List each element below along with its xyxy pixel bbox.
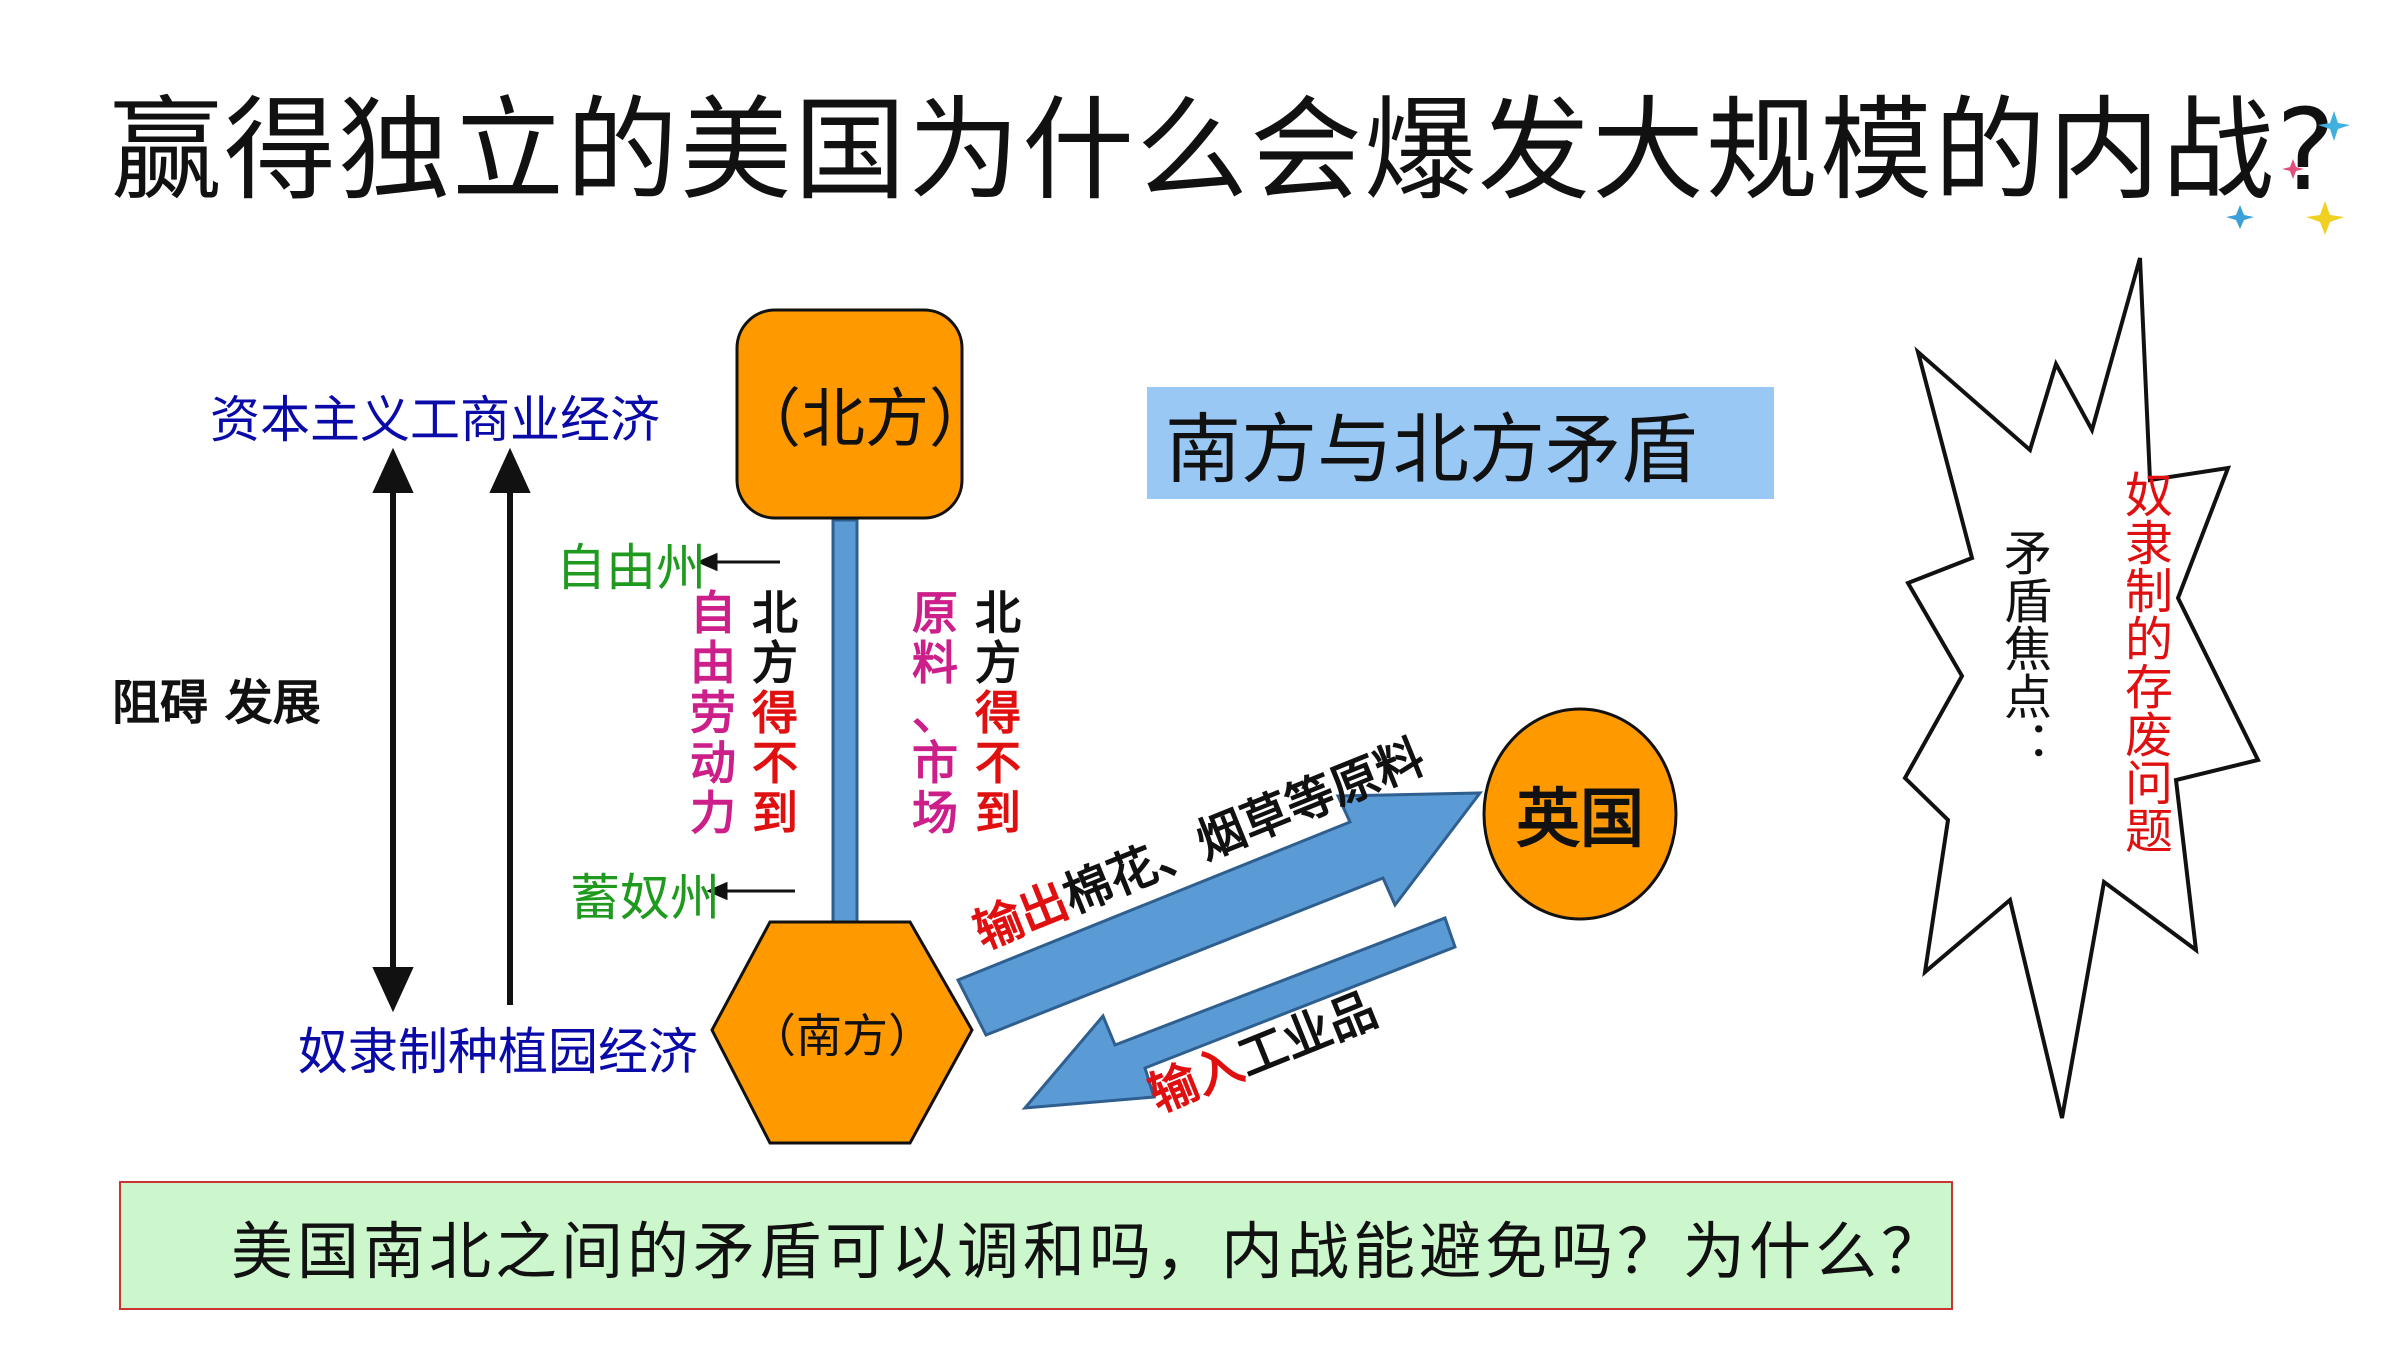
slave-state-label: 蓄奴州 — [570, 869, 720, 927]
north-lacks-column-2: 北 方 得 不 到 — [975, 586, 1021, 840]
britain-node: 英国 — [1484, 709, 1676, 919]
south-node-shape — [710, 920, 974, 1145]
capitalist-economy-label: 资本主义工商业经济 — [210, 391, 660, 449]
focus-starburst — [1902, 257, 2261, 1119]
conflict-label: 南方与北方矛盾 — [1165, 405, 1697, 494]
north-node: （北方） — [737, 310, 993, 518]
slavery-economy-label: 奴隶制种植园经济 — [298, 1023, 698, 1081]
question-text: 美国南北之间的矛盾可以调和吗，内战能避免吗？为什么？ — [231, 1214, 1948, 1288]
free-labor-column: 自 由 劳 动 力 — [690, 586, 736, 840]
slave-state-pointer — [706, 881, 795, 901]
page-title: 赢得独立的美国为什么会爆发大规模的内战? — [110, 86, 2338, 216]
hinder-develop-label: 阻碍 发展 — [112, 675, 321, 731]
focus-answer-text: 奴隶制的存废问题 — [2116, 470, 2172, 854]
britain-label: 英国 — [1516, 783, 1644, 857]
conflict-box: 南方与北方矛盾 — [1147, 387, 1774, 499]
free-state-label: 自由州 — [556, 539, 706, 597]
develop-arrow — [489, 447, 531, 1005]
raw-materials-market-column: 原 料 、 市 场 — [912, 586, 958, 840]
star-icon — [2318, 111, 2350, 141]
south-label: （南方） — [750, 1008, 934, 1063]
star-icon — [2226, 205, 2254, 229]
star-icon — [2282, 159, 2304, 179]
north-lacks-column-1: 北 方 得 不 到 — [752, 586, 798, 840]
hinder-arrow — [372, 447, 414, 1013]
question-box: 美国南北之间的矛盾可以调和吗，内战能避免吗？为什么？ — [119, 1181, 1953, 1310]
focus-text: 矛盾焦点： — [1995, 528, 2051, 768]
import-arrow — [1021, 916, 1457, 1110]
north-south-connector — [831, 518, 859, 932]
export-arrow — [955, 791, 1484, 1037]
north-label: （北方） — [737, 383, 993, 457]
star-icon — [2306, 201, 2344, 235]
decor-stars — [2226, 111, 2350, 235]
north-node-shape — [735, 308, 964, 520]
free-state-pointer — [696, 552, 780, 572]
britain-node-shape — [1482, 707, 1678, 921]
south-node: （南方） — [712, 922, 972, 1143]
